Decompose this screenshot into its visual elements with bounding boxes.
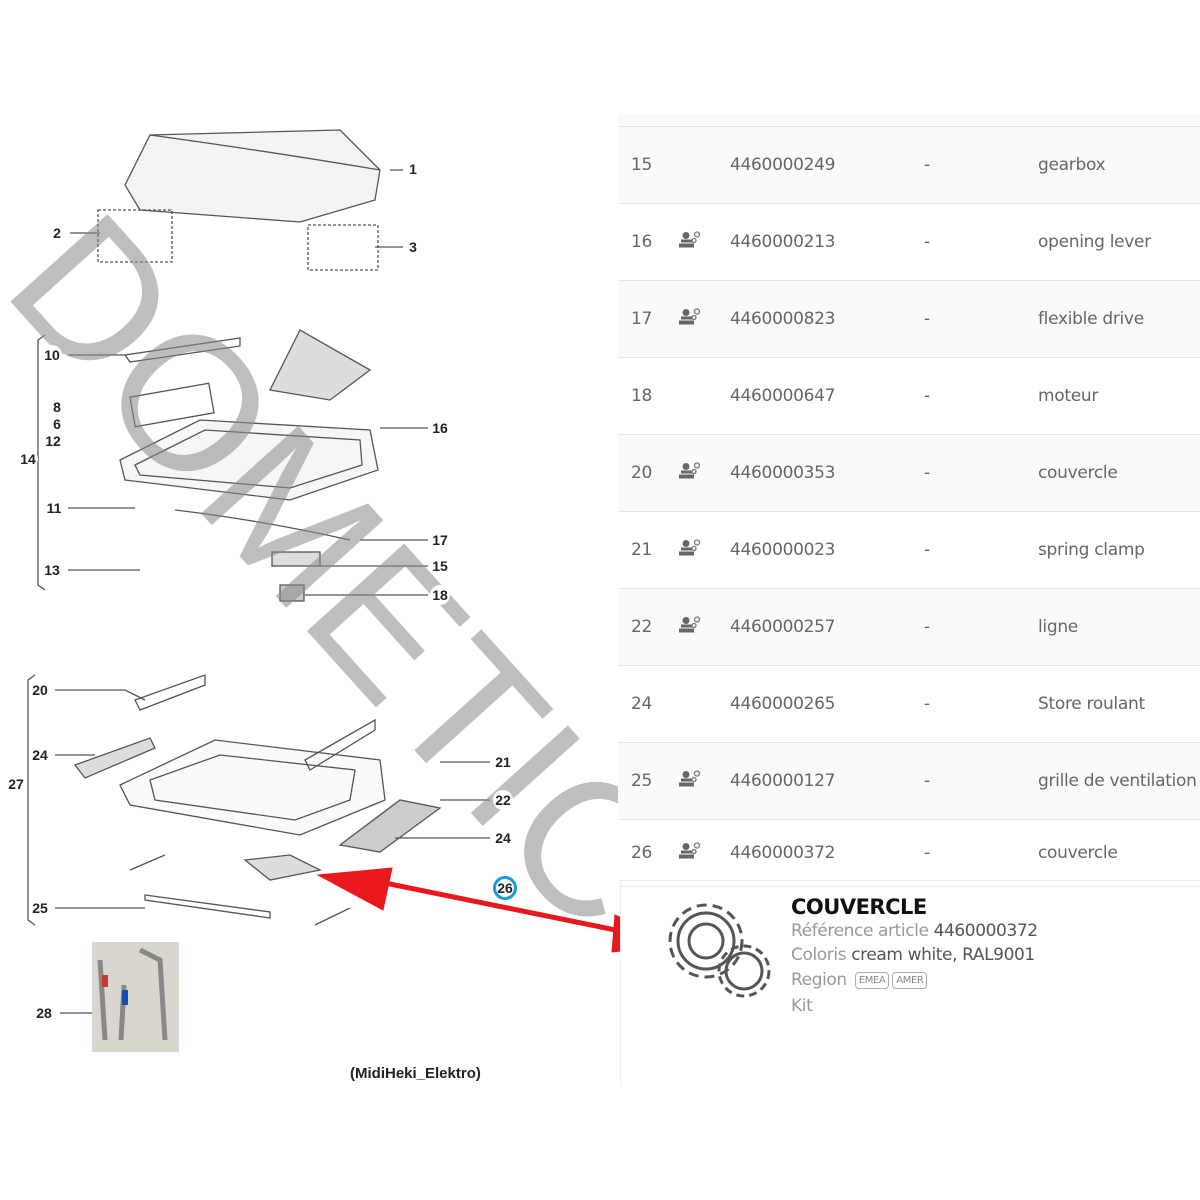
- part-dash: -: [924, 771, 930, 791]
- dometic-watermark: DOMETIC: [0, 176, 620, 969]
- part-description: Store roulant: [1038, 694, 1145, 714]
- part-reference[interactable]: 4460000372: [730, 843, 836, 863]
- detail-reference: Référence article 4460000372: [791, 921, 1038, 941]
- part-dash: -: [924, 843, 930, 863]
- part-number: 20: [631, 463, 653, 483]
- diagram-drawing: DOMETIC: [0, 129, 620, 1052]
- service-worker-icon: [678, 308, 702, 331]
- part-dash: -: [924, 155, 930, 175]
- part-reference[interactable]: 4460000249: [730, 155, 836, 175]
- detail-title: COUVERCLE: [791, 895, 927, 919]
- reference-value: 4460000372: [933, 921, 1039, 941]
- table-row[interactable]: 22 4460000257 - ligne: [618, 588, 1200, 665]
- part-reference[interactable]: 4460000647: [730, 386, 836, 406]
- part-dash: -: [924, 309, 930, 329]
- callout: 15: [430, 556, 450, 576]
- callout: 28: [34, 1003, 54, 1023]
- table-row[interactable]: 21 4460000023 - spring clamp: [618, 511, 1200, 588]
- part-dash: -: [924, 386, 930, 406]
- callout: 20: [30, 680, 50, 700]
- part-dash: -: [924, 463, 930, 483]
- part-number: 18: [631, 386, 653, 406]
- part-reference[interactable]: 4460000257: [730, 617, 836, 637]
- service-worker-icon: [678, 462, 702, 485]
- table-row[interactable]: 17 4460000823 - flexible drive: [618, 280, 1200, 357]
- part-reference[interactable]: 4460000353: [730, 463, 836, 483]
- callout: 1: [403, 159, 423, 179]
- part-number: 21: [631, 540, 653, 560]
- part-description: grille de ventilation: [1038, 771, 1197, 791]
- table-row[interactable]: 24 4460000265 - Store roulant: [618, 665, 1200, 742]
- table-row[interactable]: 25 4460000127 - grille de ventilation: [618, 742, 1200, 819]
- part-reference[interactable]: 4460000213: [730, 232, 836, 252]
- service-worker-icon: [678, 231, 702, 254]
- part-number: 15: [631, 155, 653, 175]
- callout: 10: [42, 345, 62, 365]
- part-description: flexible drive: [1038, 309, 1144, 329]
- exploded-parts-diagram: DOMETIC 1 2 3 10 8 6 12 14 16 11 17 15 1…: [0, 129, 620, 1082]
- callout: 3: [403, 237, 423, 257]
- table-row[interactable]: 15 4460000249 - gearbox: [618, 126, 1200, 203]
- part-description: gearbox: [1038, 155, 1106, 175]
- part-number: 26: [631, 843, 653, 863]
- part-description: couvercle: [1038, 843, 1118, 863]
- table-row[interactable]: 26 4460000372 - couvercle: [618, 819, 1200, 887]
- region-tag-amer: AMER: [892, 971, 928, 989]
- red-arrow: [316, 867, 620, 953]
- callout: 6: [47, 414, 67, 434]
- service-worker-icon: [678, 616, 702, 639]
- part-description: opening lever: [1038, 232, 1151, 252]
- callout: 16: [430, 418, 450, 438]
- color-value: cream white, RAL9001: [851, 945, 1035, 965]
- gears-icon: [668, 903, 771, 998]
- part-number: 16: [631, 232, 653, 252]
- callout: 25: [30, 898, 50, 918]
- callout: 2: [47, 223, 67, 243]
- callout-highlighted: 26: [493, 876, 517, 900]
- part-reference[interactable]: 4460000265: [730, 694, 836, 714]
- part-dash: -: [924, 232, 930, 252]
- part-reference[interactable]: 4460000823: [730, 309, 836, 329]
- callout: 18: [430, 585, 450, 605]
- callout: 24: [493, 828, 513, 848]
- detail-color: Coloris cream white, RAL9001: [791, 945, 1035, 965]
- part-description: ligne: [1038, 617, 1078, 637]
- part-dash: -: [924, 617, 930, 637]
- callout: 21: [493, 752, 513, 772]
- part-dash: -: [924, 694, 930, 714]
- service-worker-icon: [678, 539, 702, 562]
- table-row[interactable]: 18 4460000647 - moteur: [618, 357, 1200, 434]
- callout: 27: [6, 774, 26, 794]
- diagram-caption: (MidiHeki_Elektro): [350, 1065, 481, 1082]
- table-row[interactable]: 16 4460000213 - opening lever: [618, 203, 1200, 280]
- part-number: 22: [631, 617, 653, 637]
- part-reference[interactable]: 4460000127: [730, 771, 836, 791]
- service-worker-icon: [678, 770, 702, 793]
- callout: 12: [43, 431, 63, 451]
- detail-kit: Kit: [791, 996, 813, 1016]
- part-description: couvercle: [1038, 463, 1118, 483]
- part-number: 25: [631, 771, 653, 791]
- callout: 24: [30, 745, 50, 765]
- callout: 14: [18, 449, 38, 469]
- callout: 8: [47, 397, 67, 417]
- table-row[interactable]: 20 4460000353 - couvercle: [618, 434, 1200, 511]
- service-worker-icon: [678, 842, 702, 865]
- callout: 17: [430, 530, 450, 550]
- part-description: spring clamp: [1038, 540, 1145, 560]
- part-reference[interactable]: 4460000023: [730, 540, 836, 560]
- part-description: moteur: [1038, 386, 1099, 406]
- callout: 11: [44, 498, 64, 518]
- part-dash: -: [924, 540, 930, 560]
- part-number: 24: [631, 694, 653, 714]
- callout: 22: [493, 790, 513, 810]
- part-detail-panel: COUVERCLE Référence article 4460000372 C…: [620, 880, 1200, 1086]
- part-number: 17: [631, 309, 653, 329]
- region-tag-emea: EMEA: [854, 971, 890, 989]
- callout: 13: [42, 560, 62, 580]
- parts-table: 15 4460000249 - gearbox 16 4460000213 - opening…: [618, 114, 1200, 887]
